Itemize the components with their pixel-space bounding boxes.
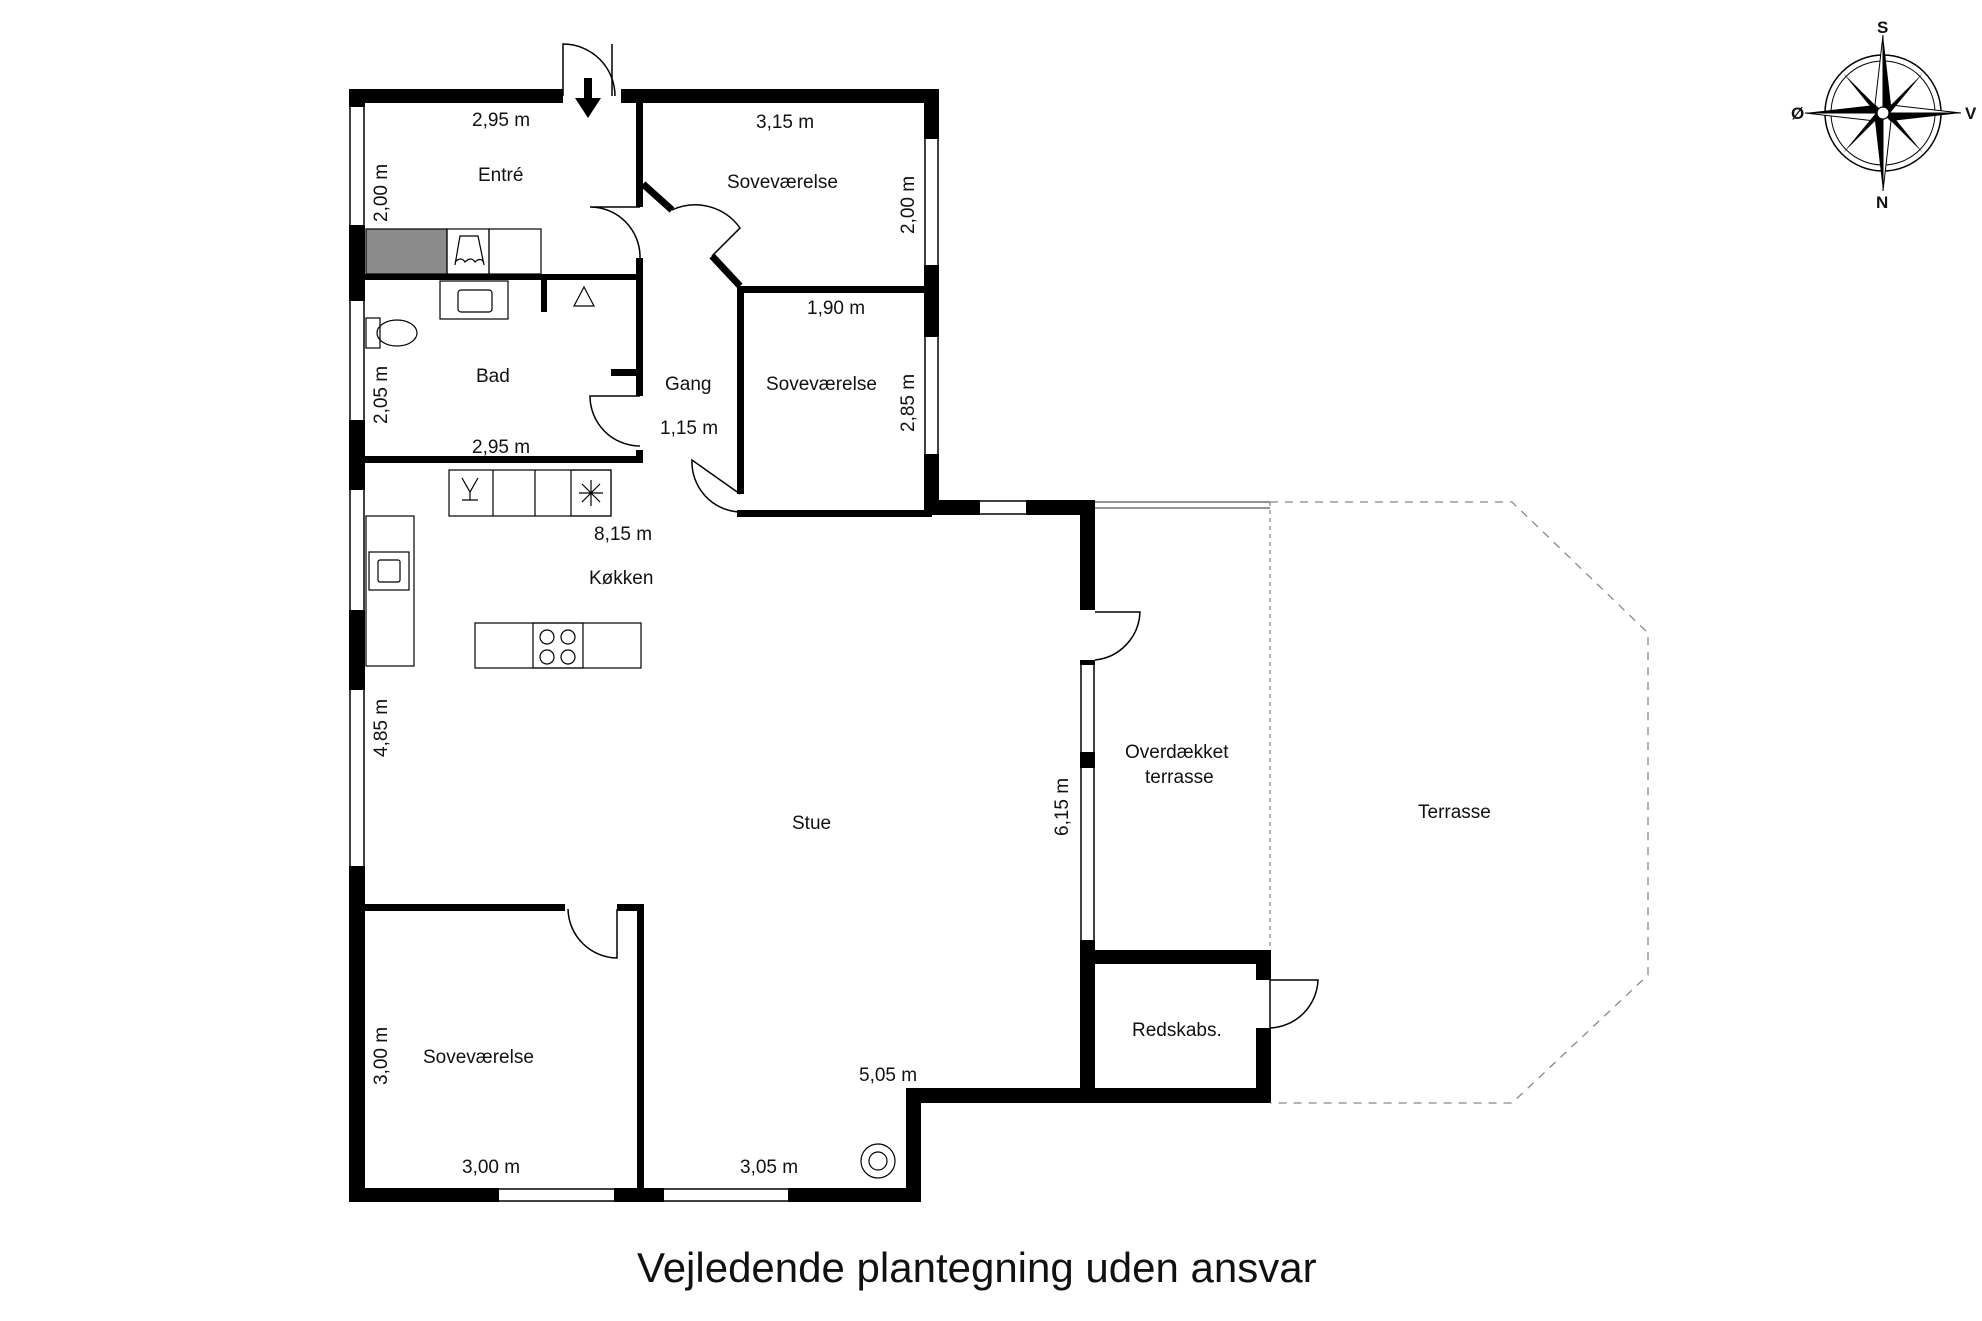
dim-sove3-width: 3,00 m	[462, 1157, 520, 1178]
room-label-sovevaerelse-1: Soveværelse	[727, 172, 838, 193]
dim-sove2-height: 2,85 m	[898, 374, 919, 432]
windows	[349, 107, 1095, 1202]
plan-caption: Vejledende plantegning uden ansvar	[637, 1244, 1317, 1291]
dim-terrasse-height: 6,15 m	[1052, 778, 1073, 836]
doors	[562, 43, 1319, 1029]
room-label-redskabs: Redskabs.	[1132, 1020, 1222, 1041]
room-label-stue: Stue	[792, 813, 831, 834]
dim-sove1-height: 2,00 m	[898, 176, 919, 234]
dim-stue-width: 5,05 m	[859, 1065, 917, 1086]
dim-kokken-width: 8,15 m	[594, 524, 652, 545]
room-labels: Entré Soveværelse Bad Gang Soveværelse K…	[423, 165, 1491, 1068]
dim-gang-width: 1,15 m	[660, 418, 718, 439]
dim-stue-bottom-width: 3,05 m	[740, 1157, 798, 1178]
compass-label-top: S	[1877, 18, 1888, 37]
dim-sove2-width: 1,90 m	[807, 298, 865, 319]
dim-entre-height: 2,00 m	[371, 164, 392, 222]
diagonal-walls	[640, 181, 743, 289]
room-label-terrasse: Terrasse	[1418, 802, 1491, 823]
room-label-bad: Bad	[476, 366, 510, 387]
room-label-overdaekket-1: Overdækket	[1125, 742, 1229, 763]
fixtures	[365, 228, 896, 1179]
compass-label-bottom: N	[1876, 193, 1888, 212]
entrance-arrow-icon	[575, 78, 601, 118]
dimension-labels: 2,95 m 2,00 m 3,15 m 2,00 m 1,90 m 2,85 …	[371, 110, 1073, 1178]
dim-sove1-width: 3,15 m	[756, 112, 814, 133]
compass-rose-icon: S N Ø V	[1791, 18, 1977, 212]
compass-label-left: Ø	[1791, 104, 1804, 123]
room-label-sovevaerelse-2: Soveværelse	[766, 374, 877, 395]
room-label-kokken: Køkken	[589, 568, 653, 589]
room-label-sovevaerelse-3: Soveværelse	[423, 1047, 534, 1068]
dim-entre-width: 2,95 m	[472, 110, 530, 131]
room-label-entre: Entré	[478, 165, 523, 186]
compass-label-right: V	[1965, 104, 1977, 123]
dim-sove3-height: 3,00 m	[371, 1027, 392, 1085]
room-label-gang: Gang	[665, 374, 711, 395]
terraces	[1095, 501, 1649, 1104]
dim-bad-height: 2,05 m	[371, 366, 392, 424]
interior-walls	[365, 103, 932, 1202]
dim-kokken-height: 4,85 m	[371, 699, 392, 757]
dim-bad-width: 2,95 m	[472, 437, 530, 458]
room-label-overdaekket-2: terrasse	[1145, 767, 1214, 788]
exterior-walls	[349, 89, 1271, 1202]
